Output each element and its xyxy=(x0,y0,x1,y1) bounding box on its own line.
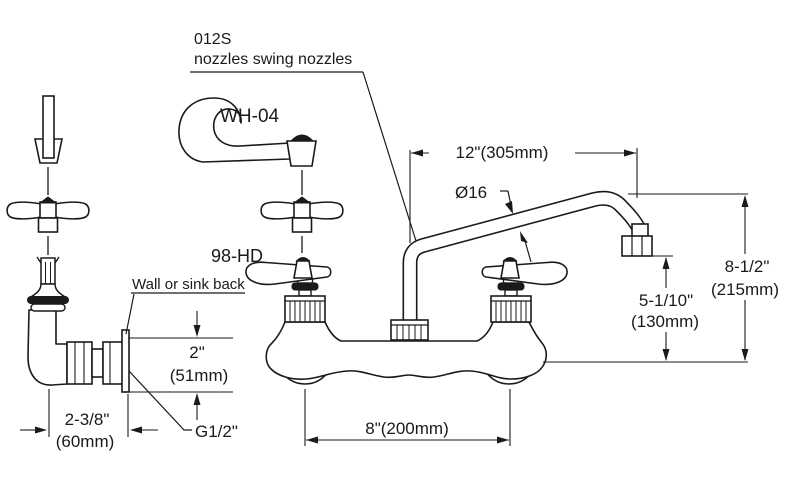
label-outlet-clearance-in: 5-1/10" xyxy=(639,291,693,310)
leader-wall-note xyxy=(125,292,245,335)
dim-faucet-centers: 8"(200mm) xyxy=(304,389,511,446)
hex-nut-outer xyxy=(102,341,124,385)
hex-nut-inner xyxy=(66,341,93,385)
label-spout-height-mm: (215mm) xyxy=(711,280,779,299)
wrist-blade-handle xyxy=(178,97,317,167)
dim-wall-flange: 2" (51mm) xyxy=(129,311,233,420)
label-spout-reach: 12"(305mm) xyxy=(456,143,549,162)
spout-shank-nut xyxy=(390,319,429,341)
swing-spout xyxy=(402,190,647,331)
leader-spout-diameter: Ø16 xyxy=(455,183,532,263)
lever-handle-right xyxy=(481,256,568,286)
dim-outlet-clearance: 5-1/10" (130mm) xyxy=(620,255,712,361)
leader-thread-size: G1/2" xyxy=(128,370,238,441)
label-lever-handle: 98-HD xyxy=(211,246,263,266)
label-wall-flange-mm: (51mm) xyxy=(170,366,229,385)
label-thread-size: G1/2" xyxy=(195,422,238,441)
supply-elbow xyxy=(27,309,130,393)
label-outlet-clearance-mm: (130mm) xyxy=(631,312,699,331)
valve-right xyxy=(490,276,532,323)
wall-plate xyxy=(121,329,130,393)
dim-spout-height: 8-1/2" (215mm) xyxy=(628,193,790,361)
label-elbow-depth-mm: (60mm) xyxy=(56,432,115,451)
dim-spout-reach: 12"(305mm) xyxy=(409,143,638,243)
label-wall-note: Wall or sink back xyxy=(132,276,245,293)
cross-handle-middle xyxy=(260,196,344,233)
leader-nozzle-note xyxy=(190,71,417,242)
label-spout-diameter: Ø16 xyxy=(455,183,487,202)
label-wall-flange-in: 2" xyxy=(189,343,205,362)
label-nozzle-desc: nozzles swing nozzles xyxy=(194,51,352,68)
dim-elbow-depth: 2-3/8" (60mm) xyxy=(20,389,158,451)
cross-handle-left xyxy=(6,196,90,233)
valve-bonnet xyxy=(27,256,69,312)
valve-left xyxy=(284,276,326,323)
label-faucet-centers: 8"(200mm) xyxy=(365,419,449,438)
label-elbow-depth-in: 2-3/8" xyxy=(65,410,110,429)
label-blade-handle: WH-04 xyxy=(220,106,280,127)
label-spout-height-in: 8-1/2" xyxy=(725,257,770,276)
spout-nozzle-icon xyxy=(621,223,653,257)
label-nozzle-code: 012S xyxy=(194,31,231,48)
stem-rod xyxy=(42,95,55,159)
